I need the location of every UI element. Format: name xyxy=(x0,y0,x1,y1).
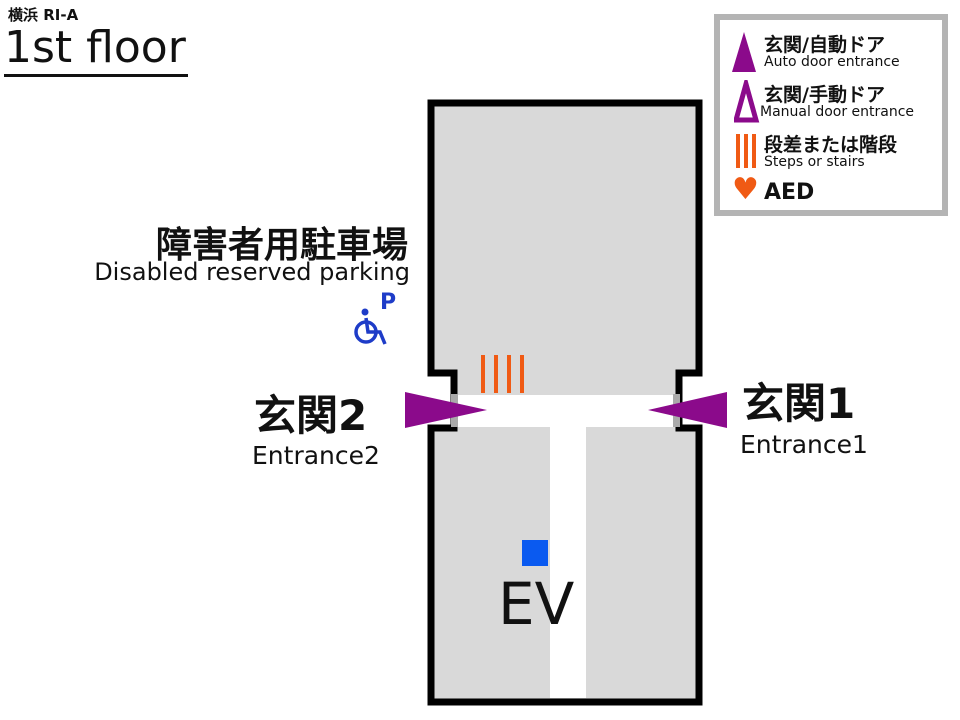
elevator-label: EV xyxy=(498,570,575,638)
manual-door-icon xyxy=(734,80,760,123)
wheelchair-head-icon xyxy=(361,308,369,316)
auto-door-icon xyxy=(732,32,756,72)
parking-p-icon: P xyxy=(380,290,397,315)
entrance2-label-en: Entrance2 xyxy=(252,441,380,470)
legend-auto-door-jp: 玄関/自動ドア xyxy=(764,34,885,56)
legend: 玄関/自動ドア Auto door entrance 玄関/手動ドア Manua… xyxy=(714,14,948,216)
legend-steps-en: Steps or stairs xyxy=(764,154,865,170)
auto-door-arrow-entrance2 xyxy=(405,392,487,428)
corridor-vertical xyxy=(550,427,586,698)
building-subtitle: 横浜 RI-A xyxy=(8,6,79,24)
elevator-icon xyxy=(522,540,548,566)
legend-manual-door-jp: 玄関/手動ドア xyxy=(764,84,885,106)
page-title: 1st floor xyxy=(4,22,188,77)
parking-label-en: Disabled reserved parking xyxy=(94,258,410,286)
steps-icon xyxy=(481,355,524,393)
wheelchair-icon xyxy=(354,317,387,345)
parking-label-jp: 障害者用駐車場 xyxy=(155,225,408,266)
legend-manual-door-en: Manual door entrance xyxy=(760,104,915,120)
entrance2-label-jp: 玄関2 xyxy=(254,391,368,440)
legend-auto-door-en: Auto door entrance xyxy=(764,54,900,70)
steps-legend-icon xyxy=(736,134,756,168)
entrance1-label-en: Entrance1 xyxy=(740,430,868,459)
heart-icon: ♥ xyxy=(732,172,759,207)
legend-aed: AED xyxy=(764,180,815,205)
corridor-horizontal xyxy=(458,395,676,427)
auto-door-arrow-entrance1 xyxy=(648,392,727,428)
legend-steps-jp: 段差または階段 xyxy=(764,134,898,156)
entrance1-label-jp: 玄関1 xyxy=(742,379,856,428)
